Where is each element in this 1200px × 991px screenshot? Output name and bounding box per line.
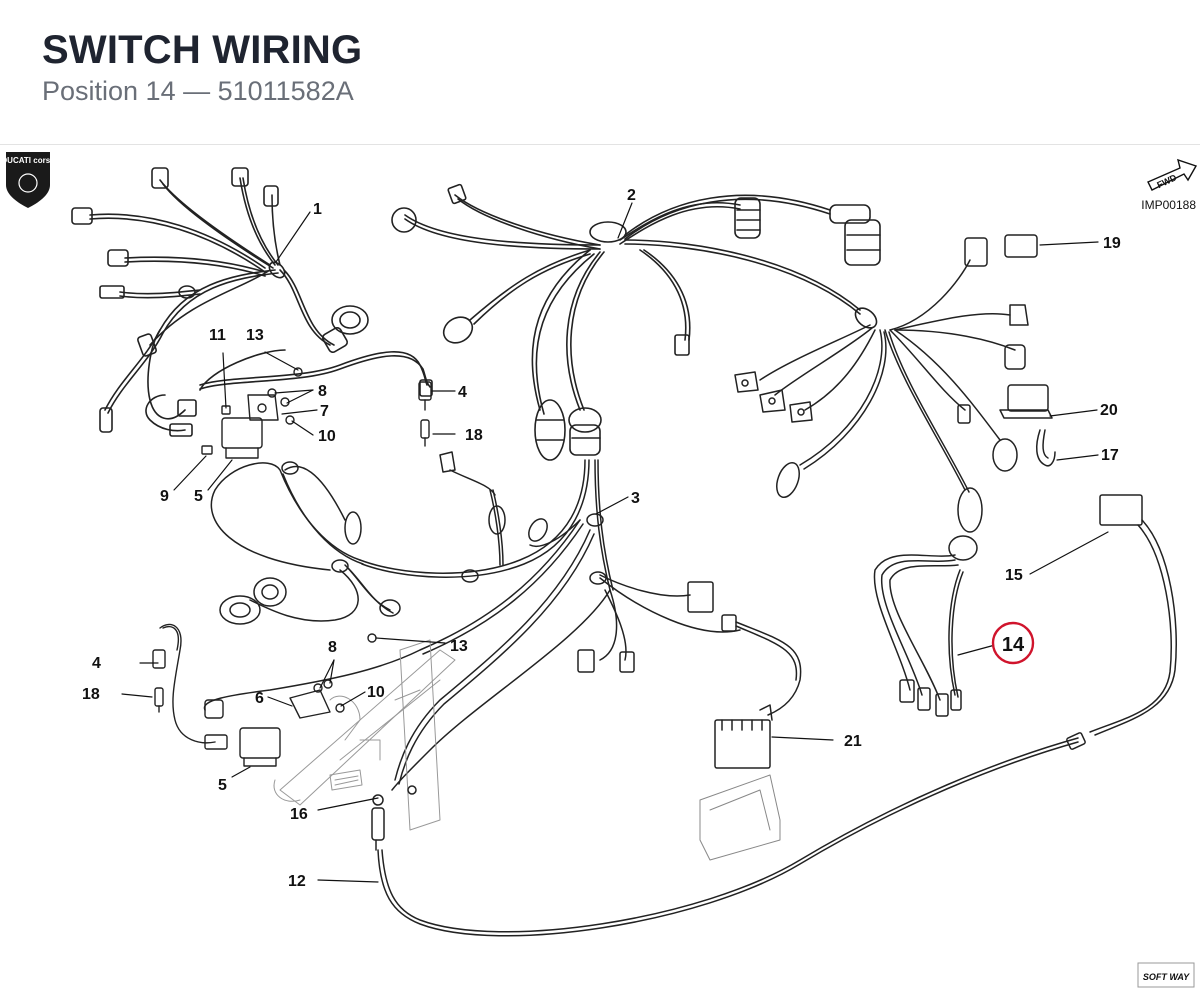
callout-13-upper[interactable]: 13 bbox=[246, 327, 264, 344]
callout-13-lower[interactable]: 13 bbox=[450, 638, 468, 655]
callout-18-upper[interactable]: 18 bbox=[465, 427, 483, 444]
harness-2-right bbox=[734, 234, 1056, 533]
callout-10-lower[interactable]: 10 bbox=[367, 684, 385, 701]
header-divider bbox=[0, 144, 1200, 145]
callout-5-upper[interactable]: 5 bbox=[194, 488, 203, 505]
callout-4-upper[interactable]: 4 bbox=[458, 384, 467, 401]
part-21-battery bbox=[699, 704, 781, 861]
callout-16[interactable]: 16 bbox=[290, 806, 308, 823]
parts-lower-left bbox=[152, 623, 377, 767]
callout-9[interactable]: 9 bbox=[160, 488, 169, 505]
harness-1 bbox=[71, 167, 433, 437]
callout-1[interactable]: 1 bbox=[313, 201, 322, 218]
callout-17[interactable]: 17 bbox=[1101, 447, 1119, 464]
callout-14-highlighted[interactable]: 14 bbox=[1002, 634, 1025, 656]
frame-outline bbox=[273, 639, 456, 831]
callout-7[interactable]: 7 bbox=[320, 403, 329, 420]
softway-logo: SOFT WAY bbox=[1137, 962, 1195, 988]
callout-4-lower[interactable]: 4 bbox=[92, 655, 101, 672]
page-header: SWITCH WIRING Position 14 — 51011582A bbox=[0, 0, 1200, 140]
image-code: IMP00188 bbox=[1141, 198, 1196, 212]
callout-6[interactable]: 6 bbox=[255, 690, 264, 707]
part-12-16 bbox=[371, 785, 417, 851]
ducati-logo-text: DUCATI corse bbox=[1, 156, 55, 165]
callout-21[interactable]: 21 bbox=[844, 733, 862, 750]
callout-3[interactable]: 3 bbox=[631, 490, 640, 507]
callout-12[interactable]: 12 bbox=[288, 873, 306, 890]
callout-20[interactable]: 20 bbox=[1100, 402, 1118, 419]
harness-3 bbox=[203, 451, 802, 791]
harness-14 bbox=[873, 535, 978, 717]
callout-15[interactable]: 15 bbox=[1005, 567, 1023, 584]
callout-10-upper[interactable]: 10 bbox=[318, 428, 336, 445]
callout-19[interactable]: 19 bbox=[1103, 235, 1121, 252]
parts-4-18-upper bbox=[418, 381, 432, 447]
callout-8-lower[interactable]: 8 bbox=[328, 639, 337, 656]
page-subtitle: Position 14 — 51011582A bbox=[42, 76, 354, 106]
softway-logo-text: SOFT WAY bbox=[1143, 972, 1190, 982]
leader-lines bbox=[121, 202, 1109, 883]
fwd-arrow-icon: FWD bbox=[1147, 158, 1198, 191]
callout-11[interactable]: 11 bbox=[209, 327, 226, 344]
callout-8-upper[interactable]: 8 bbox=[318, 383, 327, 400]
callout-5-lower[interactable]: 5 bbox=[218, 777, 227, 794]
harness-2 bbox=[391, 183, 881, 461]
parts-upper-left bbox=[201, 367, 303, 459]
ducati-logo: DUCATI corse bbox=[1, 152, 55, 208]
highlight-circle bbox=[991, 621, 1035, 665]
part-15-cable bbox=[377, 494, 1177, 937]
callout-labels: 1 2 3 4 4 5 5 6 7 8 8 9 10 10 11 12 13 1… bbox=[82, 187, 1121, 890]
page-title: SWITCH WIRING bbox=[42, 28, 363, 72]
callout-2[interactable]: 2 bbox=[627, 187, 636, 204]
callout-18-lower[interactable]: 18 bbox=[82, 686, 100, 703]
